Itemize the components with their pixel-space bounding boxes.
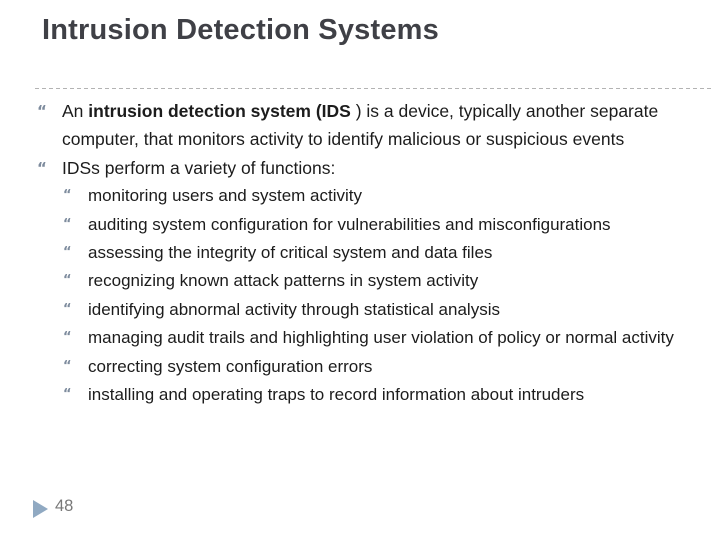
bullet-list: “ An intrusion detection system (IDS ) is… [37,97,683,409]
sub-bullet-item: “ correcting system configuration errors [63,353,683,381]
bullet-text: assessing the integrity of critical syst… [88,243,493,263]
bullet-marker-icon: “ [63,387,72,403]
bullet-marker-icon: “ [63,273,72,289]
bullet-item: “ An intrusion detection system (IDS ) is… [37,97,683,154]
sub-bullet-item: “ installing and operating traps to recor… [63,381,683,409]
bullet-text: managing audit trails and highlighting u… [88,328,674,348]
title-divider-dashed-line [35,88,712,89]
slide-title: Intrusion Detection Systems [42,14,439,46]
bullet-text: IDSs perform a variety of functions: [62,157,336,178]
sub-bullet-item: “ auditing system configuration for vulne… [63,211,683,239]
sub-bullet-item: “ assessing the integrity of critical sys… [63,239,683,267]
sub-bullet-item: “ monitoring users and system activity [63,182,683,210]
bullet-marker-icon: “ [63,245,72,261]
slide-footer-arrow-icon [33,500,48,518]
bullet-item: “ IDSs perform a variety of functions: [37,154,683,182]
sub-bullet-item: “ managing audit trails and highlighting … [63,324,683,352]
sub-bullet-item: “ recognizing known attack patterns in sy… [63,267,683,295]
bullet-text: installing and operating traps to record… [88,385,585,405]
bullet-marker-icon: “ [63,301,72,317]
page-number: 48 [55,497,74,515]
bullet-marker-icon: “ [37,158,47,177]
bullet-marker-icon: “ [63,330,72,346]
bullet-text: An intrusion detection system (IDS ) is … [62,101,659,150]
bullet-marker-icon: “ [63,216,72,232]
bullet-text: recognizing known attack patterns in sys… [88,271,479,291]
sub-bullet-item: “ identifying abnormal activity through s… [63,296,683,324]
bullet-marker-icon: “ [37,102,47,120]
bullet-text: correcting system configuration errors [88,356,373,376]
bullet-marker-icon: “ [63,358,72,374]
bullet-text: identifying abnormal activity through st… [88,299,500,319]
bullet-marker-icon: “ [63,188,72,204]
bullet-text: auditing system configuration for vulner… [88,214,611,234]
bullet-text: monitoring users and system activity [88,186,362,206]
